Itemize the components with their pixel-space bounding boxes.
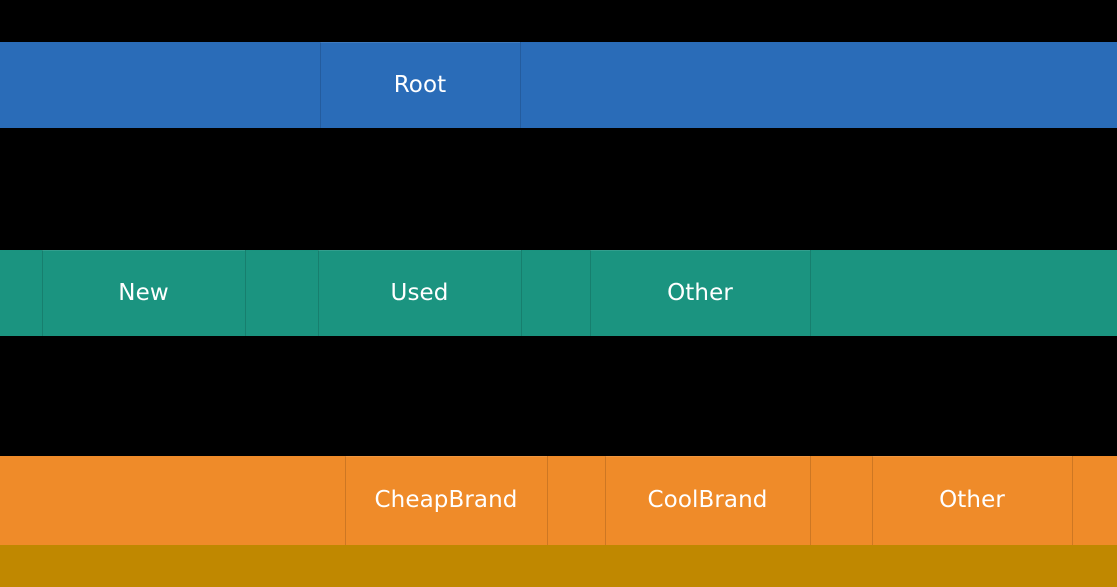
partition-node-cheapbrand[interactable]: CheapBrand	[345, 456, 547, 545]
partition-node-unlabeled[interactable]	[520, 42, 1117, 128]
partition-node-other[interactable]: Other	[590, 250, 810, 336]
partition-node-unlabeled[interactable]	[810, 250, 1117, 336]
level-2-condition: New Used Other	[0, 250, 1117, 336]
level-1-root: Root	[0, 42, 1117, 128]
partition-node-unlabeled[interactable]	[0, 545, 1117, 587]
partition-node-label: CheapBrand	[374, 487, 518, 513]
partition-node-label: New	[118, 279, 169, 306]
partition-node-label: Other	[939, 487, 1005, 513]
partition-node-unlabeled[interactable]	[0, 456, 345, 545]
partition-node-coolbrand[interactable]: CoolBrand	[605, 456, 810, 545]
partition-node-unlabeled[interactable]	[0, 250, 42, 336]
partition-node-unlabeled[interactable]	[0, 42, 320, 128]
partition-node-label: Used	[390, 279, 449, 306]
level-3-brand: CheapBrand CoolBrand Other	[0, 456, 1117, 545]
partition-node-unlabeled[interactable]	[547, 456, 605, 545]
partition-node-root[interactable]: Root	[320, 42, 520, 128]
partition-node-label: Other	[667, 279, 733, 306]
partition-node-unlabeled[interactable]	[521, 250, 590, 336]
partition-node-other[interactable]: Other	[872, 456, 1072, 545]
partition-node-unlabeled[interactable]	[245, 250, 318, 336]
partition-node-label: CoolBrand	[647, 487, 768, 513]
partition-node-unlabeled[interactable]	[1072, 456, 1117, 545]
level-4-clipped	[0, 545, 1117, 587]
partition-node-unlabeled[interactable]	[810, 456, 872, 545]
partition-node-used[interactable]: Used	[318, 250, 521, 336]
partition-node-new[interactable]: New	[42, 250, 245, 336]
partition-node-label: Root	[393, 71, 447, 98]
